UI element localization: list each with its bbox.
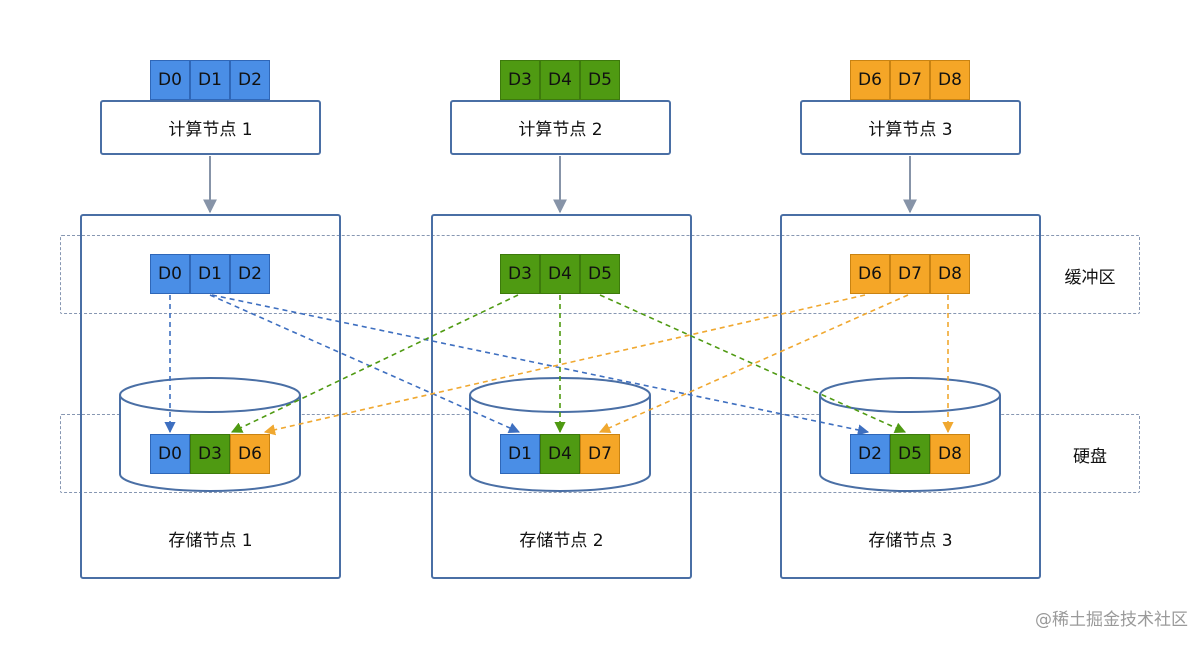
compute-node-1: 计算节点 1 xyxy=(100,100,321,155)
compute-node-3: 计算节点 3 xyxy=(800,100,1021,155)
data-block: D0 xyxy=(150,254,190,294)
compute-node-3-label: 计算节点 3 xyxy=(868,120,953,140)
buffer-blocks-1: D0 D1 D2 xyxy=(150,254,270,294)
disk-cylinder-top xyxy=(119,377,301,413)
data-block: D7 xyxy=(580,434,620,474)
data-block: D3 xyxy=(190,434,230,474)
compute-blocks-2: D3 D4 D5 xyxy=(500,60,620,100)
disk-cylinder-top xyxy=(819,377,1001,413)
data-block: D2 xyxy=(850,434,890,474)
data-block: D8 xyxy=(930,254,970,294)
buffer-blocks-2: D3 D4 D5 xyxy=(500,254,620,294)
data-block: D5 xyxy=(580,254,620,294)
data-block: D0 xyxy=(150,60,190,100)
storage-node-2 xyxy=(431,214,692,579)
data-block: D8 xyxy=(930,434,970,474)
data-block: D2 xyxy=(230,60,270,100)
dashed-flow-arrow xyxy=(598,294,909,434)
data-block: D1 xyxy=(500,434,540,474)
disk-blocks-2: D1 D4 D7 xyxy=(500,434,620,474)
buffer-blocks-3: D6 D7 D8 xyxy=(850,254,970,294)
data-block: D5 xyxy=(890,434,930,474)
buffer-region-label: 缓冲区 xyxy=(1064,267,1116,288)
watermark-text: @稀土掘金技术社区 xyxy=(1035,610,1188,630)
data-block: D1 xyxy=(190,254,230,294)
data-block: D7 xyxy=(890,254,930,294)
dashed-flow-arrow xyxy=(230,294,519,433)
disk-blocks-3: D2 D5 D8 xyxy=(850,434,970,474)
compute-node-2-label: 计算节点 2 xyxy=(518,120,603,140)
data-block: D4 xyxy=(540,60,580,100)
compute-node-1-label: 计算节点 1 xyxy=(168,120,253,140)
data-block: D6 xyxy=(850,60,890,100)
data-block: D2 xyxy=(230,254,270,294)
storage-node-1-label: 存储节点 1 xyxy=(168,530,253,551)
compute-node-2: 计算节点 2 xyxy=(450,100,671,155)
data-block: D8 xyxy=(930,60,970,100)
buffer-region xyxy=(60,235,1140,314)
compute-blocks-1: D0 D1 D2 xyxy=(150,60,270,100)
data-block: D1 xyxy=(190,60,230,100)
storage-node-3-label: 存储节点 3 xyxy=(868,530,953,551)
storage-node-1 xyxy=(80,214,341,579)
compute-blocks-3: D6 D7 D8 xyxy=(850,60,970,100)
dashed-flow-arrow xyxy=(209,294,521,434)
disk-blocks-1: D0 D3 D6 xyxy=(150,434,270,474)
data-block: D7 xyxy=(890,60,930,100)
storage-node-3 xyxy=(780,214,1041,579)
dashed-flow-arrow xyxy=(599,294,907,433)
storage-node-2-label: 存储节点 2 xyxy=(519,530,604,551)
dashed-flow-arrow xyxy=(263,294,866,436)
data-block: D4 xyxy=(540,254,580,294)
data-block: D6 xyxy=(230,434,270,474)
data-block: D0 xyxy=(150,434,190,474)
data-block: D3 xyxy=(500,60,540,100)
data-block: D6 xyxy=(850,254,890,294)
dashed-flow-arrow xyxy=(211,294,870,436)
data-block: D3 xyxy=(500,254,540,294)
disk-region-label: 硬盘 xyxy=(1073,446,1107,467)
data-block: D5 xyxy=(580,60,620,100)
data-block: D4 xyxy=(540,434,580,474)
